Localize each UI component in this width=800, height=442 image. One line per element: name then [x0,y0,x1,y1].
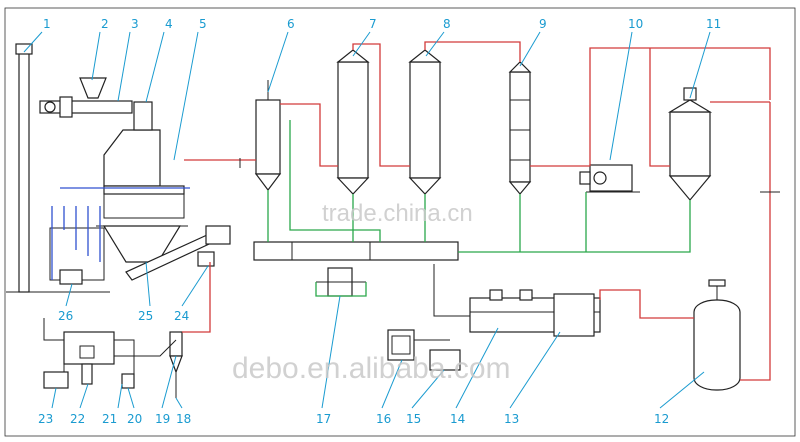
label-6: 6 [287,17,295,31]
label-2: 2 [101,17,109,31]
label-22: 22 [70,412,85,426]
equipment-8-column [408,49,442,195]
label-3: 3 [131,17,139,31]
drawing-frame [4,7,796,437]
label-14: 14 [450,412,465,426]
steam-lines [182,41,771,381]
label-1: 1 [43,17,51,31]
equipment-1-elevator [15,43,33,293]
equipment-15-base [429,349,461,371]
equipment-4-steam-cooker [103,101,185,195]
label-7: 7 [369,17,377,31]
label-4: 4 [165,17,173,31]
equipment-26-pump-unit [6,227,110,293]
label-10: 10 [628,17,643,31]
cooling-water-lines [267,120,691,297]
equipment-3-screw-conveyor [39,96,133,118]
label-24: 24 [174,309,189,323]
callout-labels: 1 2 3 4 5 6 7 8 9 10 11 12 13 14 15 16 1… [38,17,721,426]
equipment-10-pump [579,164,640,193]
label-25: 25 [138,309,153,323]
equipment-7-column [336,49,370,195]
label-9: 9 [539,17,547,31]
equipment-20-fan [121,373,135,389]
label-18: 18 [176,412,191,426]
equipment-9-tower [508,61,532,195]
equipment-23-blower [43,371,69,389]
label-12: 12 [654,412,669,426]
label-8: 8 [443,17,451,31]
label-15: 15 [406,412,421,426]
label-26: 26 [58,309,73,323]
label-5: 5 [199,17,207,31]
label-17: 17 [316,412,331,426]
label-21: 21 [102,412,117,426]
watermark-top: trade.china.cn [322,200,473,227]
label-23: 23 [38,412,53,426]
equipment-6-separator [254,80,282,191]
label-19: 19 [155,412,170,426]
equipment-22-cyclone [63,331,115,385]
equipment-12-storage-tank [693,279,741,391]
equipment-14-screw-press [469,289,601,337]
label-13: 13 [504,412,519,426]
label-20: 20 [127,412,142,426]
oil-lines [51,206,101,280]
label-11: 11 [706,17,721,31]
equipment-5-frame [60,187,190,219]
label-16: 16 [376,412,391,426]
equipment-17-manifold [253,241,459,297]
equipment-16-motor [387,329,415,361]
leader-lines [23,31,711,409]
watermark-bottom: debo.en.alibaba.com [232,352,511,385]
equipment-11-tank [667,87,713,201]
equipment-19-dryer [169,331,183,398]
black-lines [43,158,780,378]
equipment-2-feed-hopper [79,77,107,99]
